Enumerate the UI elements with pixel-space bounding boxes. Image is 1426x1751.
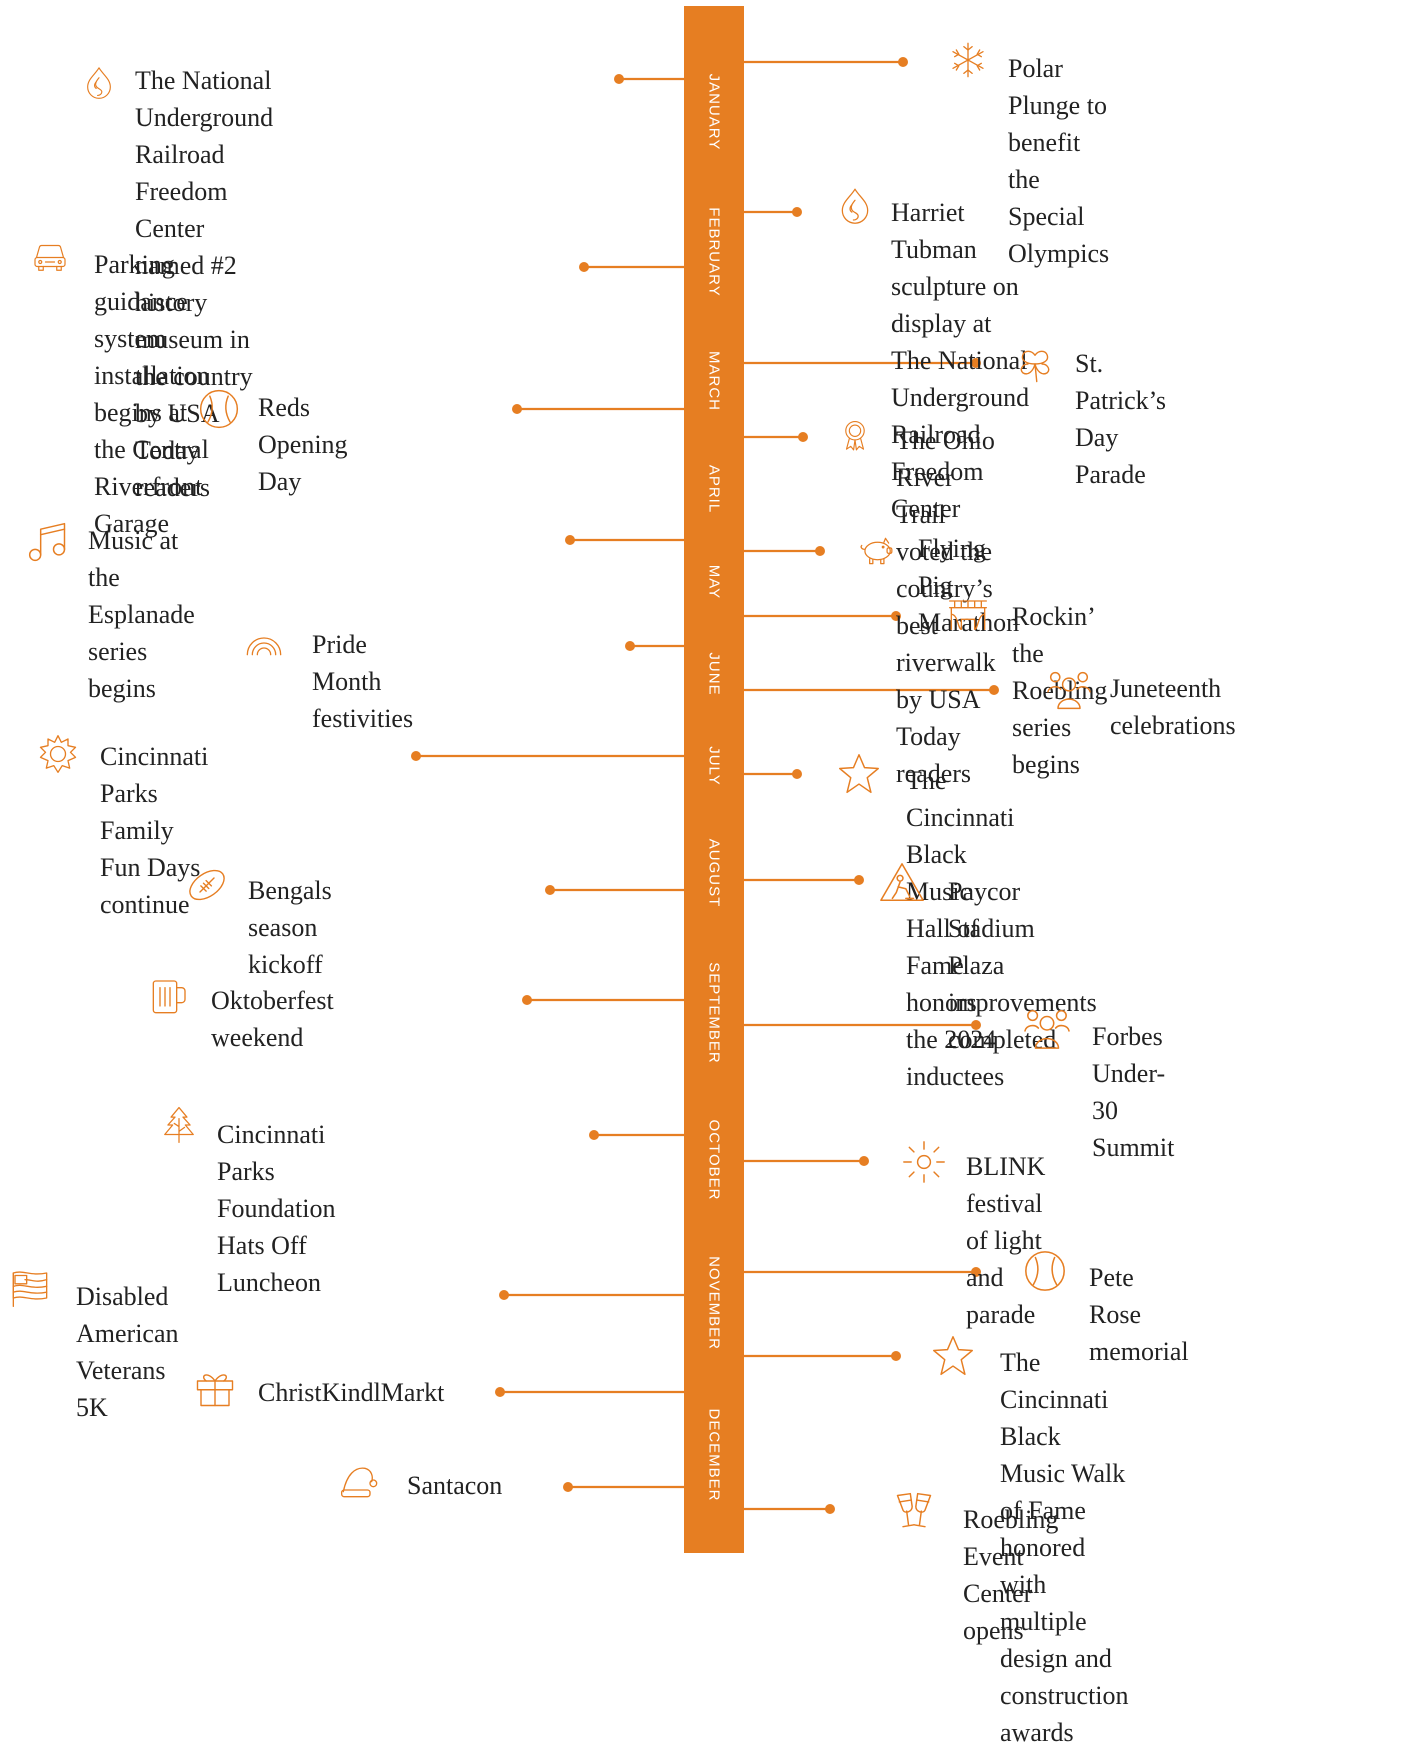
connector-dot bbox=[898, 57, 908, 67]
champagne-glasses-icon bbox=[888, 1490, 940, 1534]
month-label-text: FEBRUARY bbox=[705, 207, 723, 297]
event-label: Paycor Stadium Plaza improvements comple… bbox=[948, 877, 1097, 1054]
event-label: The Cincinnati Black Music Hall of Fame … bbox=[906, 766, 1015, 1091]
connector-dot bbox=[625, 641, 635, 651]
connector-dot bbox=[614, 74, 624, 84]
month-label-text: JULY bbox=[705, 746, 723, 786]
timeline: JANUARY FEBRUARY MARCH APRIL MAY JUNE JULY AUGU… bbox=[8, 6, 1236, 1747]
rainbow-icon bbox=[236, 618, 292, 658]
beer-mug-icon bbox=[150, 976, 190, 1016]
event-label: St. Patrick’s Day Parade bbox=[1075, 349, 1166, 489]
month-label-text: SEPTEMBER bbox=[705, 962, 723, 1064]
event-label: Cincinnati Parks Foundation Hats Off Lun… bbox=[217, 1120, 336, 1297]
month-label-text: APRIL bbox=[705, 464, 723, 514]
month-label-text: OCTOBER bbox=[705, 1119, 723, 1201]
event-label: The Ohio River Trail voted the country’s… bbox=[896, 426, 996, 788]
event-label: Cincinnati Parks Family Fun Days continu… bbox=[100, 742, 209, 919]
event-label: Juneteenth celebrations bbox=[1110, 674, 1236, 740]
connector-dot bbox=[563, 1482, 573, 1492]
football-icon bbox=[186, 864, 228, 906]
event-label: Disabled American Veterans 5K bbox=[76, 1282, 179, 1422]
event-label: Santacon bbox=[407, 1471, 503, 1500]
connector-dot bbox=[891, 611, 901, 621]
timeline-spine: JANUARY FEBRUARY MARCH APRIL MAY JUNE JULY AUGU… bbox=[684, 6, 744, 1553]
month-label-text: JANUARY bbox=[705, 73, 723, 151]
month-label-text: MAY bbox=[705, 564, 723, 600]
flag-icon bbox=[8, 1268, 52, 1308]
connector-dot bbox=[971, 358, 981, 368]
people-icon bbox=[1042, 668, 1096, 712]
connector-dot bbox=[792, 207, 802, 217]
month-label-text: DECEMBER bbox=[705, 1408, 723, 1502]
shamrock-icon bbox=[1014, 343, 1056, 385]
event-label: Harriet Tubman sculpture on display at T… bbox=[891, 198, 1030, 523]
event-label: Flying Pig Marathon bbox=[918, 534, 1020, 637]
event-label: Parking guidance system installation beg… bbox=[94, 250, 210, 538]
flame-icon bbox=[82, 62, 116, 102]
event-label: Roebling Event Center opens bbox=[963, 1505, 1059, 1645]
event-label: Music at the Esplanade series begins bbox=[88, 526, 195, 703]
event-label: Bengals season kickoff bbox=[248, 876, 332, 979]
light-burst-icon bbox=[902, 1140, 946, 1184]
tree-icon bbox=[160, 1102, 198, 1148]
event-label: BLINK festival of light and parade bbox=[966, 1152, 1046, 1329]
connector-dot bbox=[522, 995, 532, 1005]
event-label: ChristKindlMarkt bbox=[258, 1378, 445, 1407]
connector-dot bbox=[971, 1020, 981, 1030]
connector-dot bbox=[499, 1290, 509, 1300]
month-label-text: JUNE bbox=[705, 652, 723, 696]
connector-dot bbox=[579, 262, 589, 272]
pig-icon bbox=[852, 532, 900, 570]
award-icon bbox=[838, 412, 872, 458]
connector-dot bbox=[411, 751, 421, 761]
bridge-icon bbox=[942, 596, 994, 636]
event-label: Oktoberfest weekend bbox=[211, 986, 334, 1052]
music-note-icon bbox=[26, 520, 70, 564]
baseball-icon bbox=[1022, 1248, 1068, 1294]
connector-layer bbox=[411, 57, 999, 1514]
connector-dot bbox=[512, 404, 522, 414]
baseball-icon bbox=[196, 387, 242, 431]
month-label-text: NOVEMBER bbox=[705, 1256, 723, 1350]
event-label: The National Underground Railroad Freedo… bbox=[135, 66, 274, 502]
month-label-text: MARCH bbox=[705, 351, 723, 411]
star-icon bbox=[930, 1334, 976, 1378]
connector-dot bbox=[545, 885, 555, 895]
connector-dot bbox=[798, 432, 808, 442]
connector-dot bbox=[854, 875, 864, 885]
connector-dot bbox=[891, 1351, 901, 1361]
flame-icon bbox=[836, 184, 874, 226]
event-label: Pride Month festivities bbox=[312, 630, 414, 733]
sun-icon bbox=[36, 734, 80, 774]
snowflake-icon bbox=[948, 40, 988, 80]
star-icon bbox=[836, 752, 882, 796]
connector-dot bbox=[495, 1387, 505, 1397]
people-icon bbox=[1020, 1006, 1074, 1052]
event-label: Reds Opening Day bbox=[258, 393, 348, 496]
connector-dot bbox=[859, 1156, 869, 1166]
car-icon bbox=[26, 238, 74, 274]
santa-hat-icon bbox=[332, 1460, 388, 1500]
connector-dot bbox=[989, 685, 999, 695]
event-label: Pete Rose memorial bbox=[1089, 1263, 1189, 1366]
connector-dot bbox=[825, 1504, 835, 1514]
gift-icon bbox=[194, 1366, 236, 1410]
connector-dot bbox=[589, 1130, 599, 1140]
connector-dot bbox=[792, 769, 802, 779]
month-label-text: AUGUST bbox=[705, 838, 723, 908]
connector-dot bbox=[971, 1267, 981, 1277]
construction-icon bbox=[874, 860, 930, 906]
event-label: Rockin’ the Roebling series begins bbox=[1012, 602, 1108, 779]
event-label: Polar Plunge to benefit the Special Olym… bbox=[1008, 54, 1110, 268]
connector-dot bbox=[565, 535, 575, 545]
connector-dot bbox=[815, 546, 825, 556]
event-label: Forbes Under-30 Summit bbox=[1092, 1022, 1175, 1162]
